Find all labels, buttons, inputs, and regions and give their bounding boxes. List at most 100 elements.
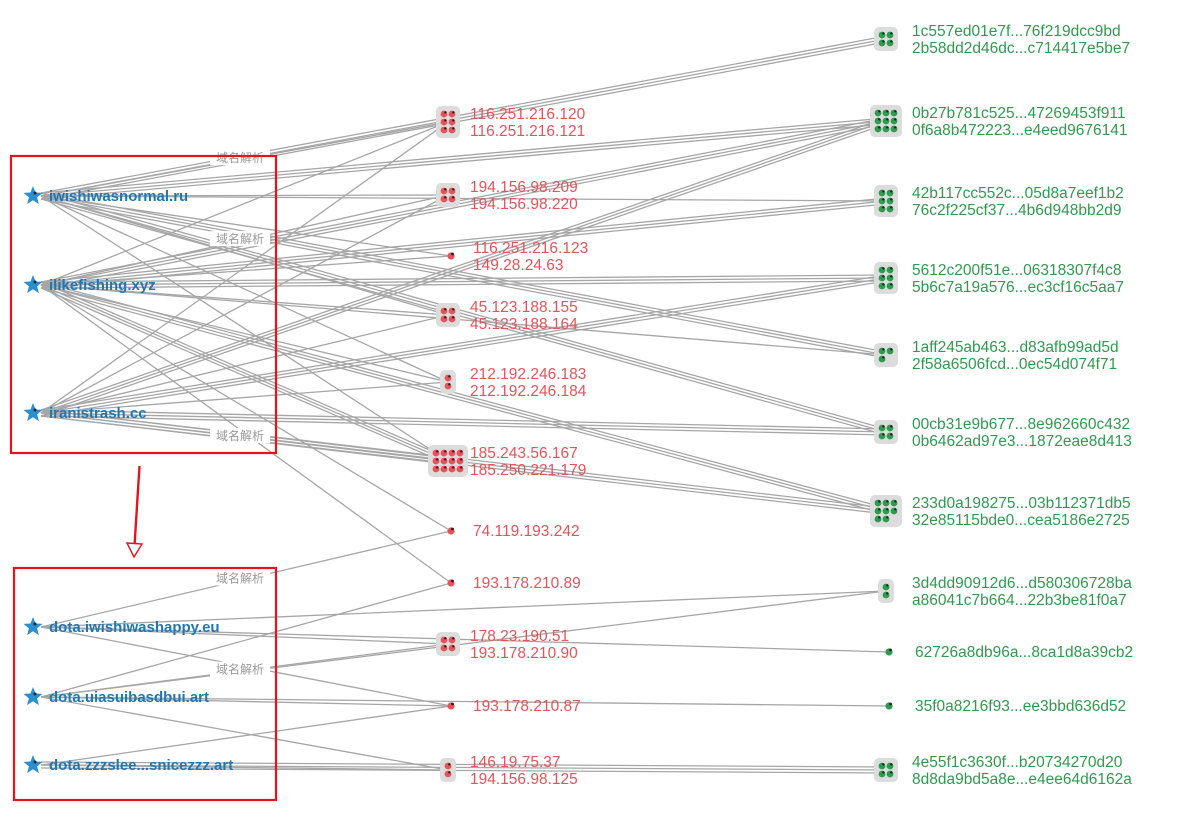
hash-dot — [886, 424, 894, 432]
ip-cluster-background — [436, 303, 460, 327]
ip-dot — [448, 118, 456, 126]
down-arrow-icon — [125, 465, 144, 559]
edge-d3-h2 — [40, 117, 887, 411]
edge-d3-h6 — [40, 412, 887, 433]
domain-node[interactable]: dota.zzzslee...snicezzz.art — [23, 755, 233, 774]
domain-node[interactable]: iranistrash.cc — [23, 403, 147, 422]
hash-node[interactable]: 1c557ed01e7f...76f219dcc9bd2b58dd2d46dc.… — [874, 23, 1130, 57]
hash-cluster-icon — [878, 579, 894, 603]
ip-dot-center — [448, 771, 451, 774]
star-center-dot — [33, 760, 37, 764]
domain-node[interactable]: dota.uiasuibasdbui.art — [23, 687, 209, 706]
hash-cluster-icon — [885, 702, 893, 710]
hash-dot — [886, 274, 894, 282]
ip-dot-center — [444, 645, 447, 648]
hash-dot-center — [878, 500, 881, 503]
hash-cluster-icon — [874, 27, 898, 51]
ip-cluster-background — [440, 758, 456, 782]
hash-cluster-background — [878, 579, 894, 603]
hash-dot — [882, 117, 890, 125]
hash-dot — [874, 507, 882, 515]
ip-dot-center — [444, 316, 447, 319]
hash-dot — [878, 770, 886, 778]
ip-dot-center — [448, 383, 451, 386]
hash-node[interactable]: 5612c200f51e...06318307f4c85b6c7a19a576.… — [874, 262, 1124, 296]
hash-dot-center — [886, 592, 889, 595]
edge-label-background — [210, 661, 270, 677]
hash-node[interactable]: 35f0a8216f93...ee3bbd636d52 — [885, 698, 1126, 715]
hash-node[interactable]: 4e55f1c3630f...b20734270d208d8da9bd5a8e.… — [874, 754, 1132, 788]
ip-dot — [448, 187, 456, 195]
hash-node[interactable]: 00cb31e9b677...8e962660c4320b6462ad97e3.… — [874, 416, 1132, 450]
hash-dot-center — [890, 190, 893, 193]
hash-label: 3d4dd90912d6...d580306728ba — [912, 575, 1132, 592]
hash-dot — [882, 109, 890, 117]
domain-node[interactable]: ilikefishing.xyz — [23, 275, 156, 294]
hash-dot — [890, 507, 898, 515]
edge-d1-h2 — [40, 120, 887, 197]
hash-label: 233d0a198275...03b112371db5 — [912, 495, 1131, 512]
edge-d3-i4 — [40, 314, 449, 414]
hash-dot-center — [878, 126, 881, 129]
star-icon — [23, 403, 43, 422]
ip-dot-center — [444, 308, 447, 311]
star-center-dot — [33, 692, 37, 696]
ip-dot-center — [452, 637, 455, 640]
ip-dot-center — [460, 458, 463, 461]
hash-cluster-icon — [874, 185, 898, 217]
hash-dot — [878, 355, 886, 363]
hash-dot — [878, 762, 886, 770]
ip-node[interactable]: 193.178.210.87 — [447, 698, 581, 715]
ip-label: 194.156.98.125 — [470, 771, 578, 788]
hash-node[interactable]: 42b117cc552c...05d8a7eef1b276c2f225cf37.… — [874, 185, 1124, 219]
hash-cluster-background — [874, 420, 898, 444]
ip-node[interactable]: 193.178.210.89 — [447, 575, 581, 592]
hash-label: 5b6c7a19a576...ec3cf16c5aa7 — [912, 279, 1124, 296]
hash-node[interactable]: 3d4dd90912d6...d580306728baa86041c7b664.… — [878, 575, 1132, 609]
star-center-dot — [33, 622, 37, 626]
hash-label: 2b58dd2d46dc...c714417e5be7 — [912, 40, 1130, 57]
hash-node[interactable]: 0b27b781c525...47269453f9110f6a8b472223.… — [870, 105, 1128, 139]
hash-dot — [886, 31, 894, 39]
edge-label-background — [210, 427, 270, 443]
edge-label-background — [210, 231, 270, 247]
ip-node[interactable]: 74.119.193.242 — [447, 523, 580, 540]
ip-cluster-background — [436, 183, 460, 207]
hash-dot-center — [878, 110, 881, 113]
ip-dot-center — [448, 375, 451, 378]
ip-dot — [456, 457, 464, 465]
ip-dot-center — [444, 196, 447, 199]
hash-dot-center — [890, 40, 893, 43]
ip-cluster-icon — [428, 445, 468, 477]
hash-dot — [878, 424, 886, 432]
ip-cluster-icon — [447, 579, 455, 587]
hash-node[interactable]: 1aff245ab463...d83afb99ad5d2f58a6506fcd.… — [874, 339, 1119, 373]
edge-label-background — [210, 150, 270, 166]
ip-label: 193.178.210.87 — [473, 698, 581, 715]
ip-dot-center — [452, 127, 455, 130]
domain-node[interactable]: iwishiwasnormal.ru — [23, 186, 188, 205]
ip-label: 45.123.188.164 — [470, 316, 578, 333]
hash-dot — [886, 266, 894, 274]
hash-node[interactable]: 233d0a198275...03b112371db532e85115bde0.… — [870, 495, 1131, 529]
ip-dot — [440, 195, 448, 203]
ip-dot — [440, 644, 448, 652]
hash-label: 1aff245ab463...d83afb99ad5d — [912, 339, 1119, 356]
hash-node[interactable]: 62726a8db96a...8ca1d8a39cb2 — [885, 644, 1133, 661]
ip-label: 185.250.221.179 — [470, 462, 586, 479]
edge-d3-h4 — [40, 280, 887, 417]
edge-d3-h6 — [40, 409, 887, 430]
domain-node[interactable]: dota.iwishiwashappy.eu — [23, 617, 220, 636]
edge-label-background — [210, 570, 270, 586]
edge-d2-h2 — [40, 117, 887, 283]
hash-dot-center — [890, 275, 893, 278]
